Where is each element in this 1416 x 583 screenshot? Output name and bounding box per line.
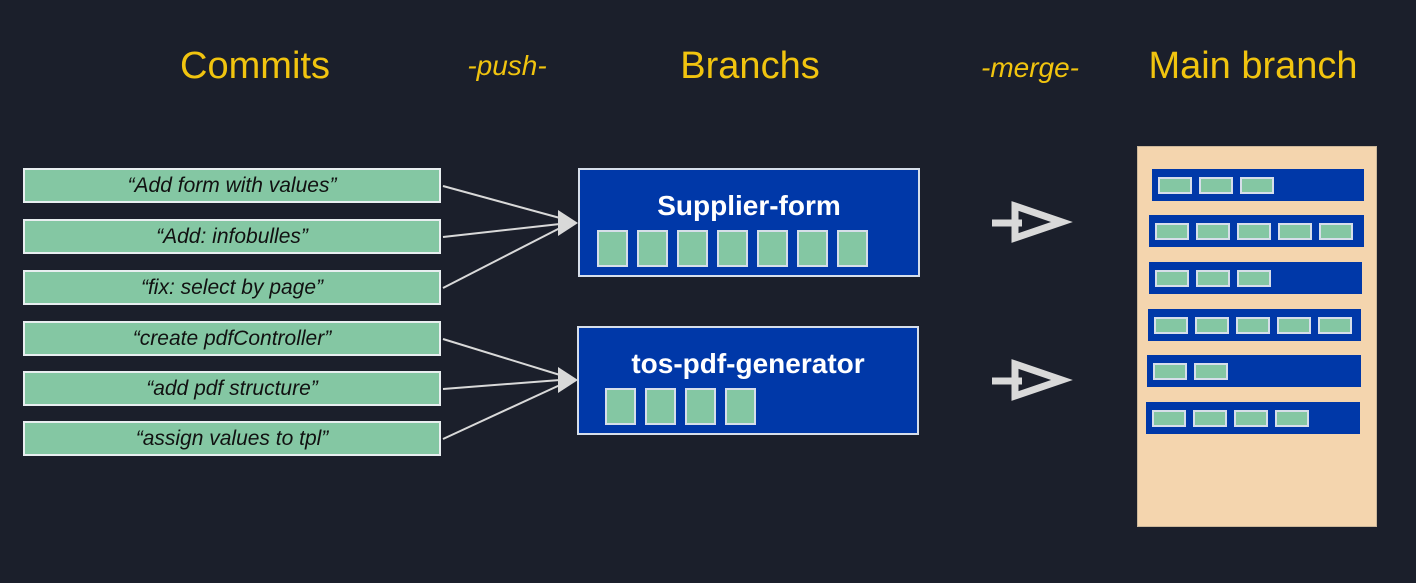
branch-commit-block xyxy=(717,230,748,267)
branch-2-arrowhead xyxy=(558,367,578,393)
branch-commit-block xyxy=(685,388,716,425)
merged-commit-block xyxy=(1196,269,1230,287)
main-branch-heading: Main branch xyxy=(1148,45,1358,87)
merged-commit-block xyxy=(1237,269,1271,287)
merge-label: -merge- xyxy=(980,52,1080,83)
merged-commit-block xyxy=(1240,176,1274,194)
commit-4-arrow xyxy=(442,338,561,376)
commits-heading: Commits xyxy=(180,45,330,87)
merged-commit-block xyxy=(1277,316,1311,334)
commit-item: “create pdfController” xyxy=(23,321,441,356)
merged-commit-block xyxy=(1236,316,1270,334)
main-branch-row xyxy=(1149,262,1362,294)
commit-5-arrow xyxy=(442,379,561,390)
commit-item: “Add: infobulles” xyxy=(23,219,441,254)
merged-commit-block xyxy=(1193,409,1227,427)
merge-arrow-1 xyxy=(992,201,1073,243)
main-branch-row xyxy=(1148,309,1361,341)
merged-commit-block xyxy=(1237,222,1271,240)
commit-item: “Add form with values” xyxy=(23,168,441,203)
branch-commit-block xyxy=(837,230,868,267)
commit-3-arrow xyxy=(442,227,561,289)
main-branch-row xyxy=(1152,169,1364,201)
merged-commit-block xyxy=(1196,222,1230,240)
merged-commit-block xyxy=(1278,222,1312,240)
commit-2-arrow xyxy=(442,223,561,238)
commit-item: “add pdf structure” xyxy=(23,371,441,406)
commit-item: “assign values to tpl” xyxy=(23,421,441,456)
commit-item: “fix: select by page” xyxy=(23,270,441,305)
merged-commit-block xyxy=(1318,316,1352,334)
branch-commit-block xyxy=(797,230,828,267)
main-branch-row xyxy=(1147,355,1361,387)
merged-commit-block xyxy=(1194,362,1228,380)
main-branch-row xyxy=(1149,215,1364,247)
branch-commit-blocks xyxy=(597,230,868,267)
branch-commit-block xyxy=(677,230,708,267)
branch-commit-block xyxy=(725,388,756,425)
branch-supplier-form: Supplier-form xyxy=(578,168,920,277)
branch-commit-block xyxy=(637,230,668,267)
merged-commit-block xyxy=(1155,222,1189,240)
branch-name: tos-pdf-generator xyxy=(631,348,865,379)
commit-1-arrow xyxy=(442,185,561,219)
branch-1-arrowhead xyxy=(558,210,578,236)
merged-commit-block xyxy=(1275,409,1309,427)
merged-commit-block xyxy=(1195,316,1229,334)
merged-commit-block xyxy=(1152,409,1186,427)
merge-arrow-2 xyxy=(992,359,1073,401)
branches-heading: Branchs xyxy=(680,45,820,87)
branch-commit-block xyxy=(645,388,676,425)
merged-commit-block xyxy=(1154,316,1188,334)
branch-commit-block xyxy=(757,230,788,267)
merged-commit-block xyxy=(1153,362,1187,380)
branch-commit-block xyxy=(605,388,636,425)
merged-commit-block xyxy=(1199,176,1233,194)
main-branch-panel xyxy=(1137,146,1377,527)
merged-commit-block xyxy=(1155,269,1189,287)
branch-tos-pdf-generator: tos-pdf-generator xyxy=(577,326,919,435)
merged-commit-block xyxy=(1234,409,1268,427)
branch-commit-block xyxy=(597,230,628,267)
push-label: -push- xyxy=(467,50,547,81)
branch-name: Supplier-form xyxy=(657,190,841,221)
commit-6-arrow xyxy=(442,384,561,440)
main-branch-row xyxy=(1146,402,1360,434)
branch-commit-blocks xyxy=(605,388,756,425)
merged-commit-block xyxy=(1158,176,1192,194)
merged-commit-block xyxy=(1319,222,1353,240)
